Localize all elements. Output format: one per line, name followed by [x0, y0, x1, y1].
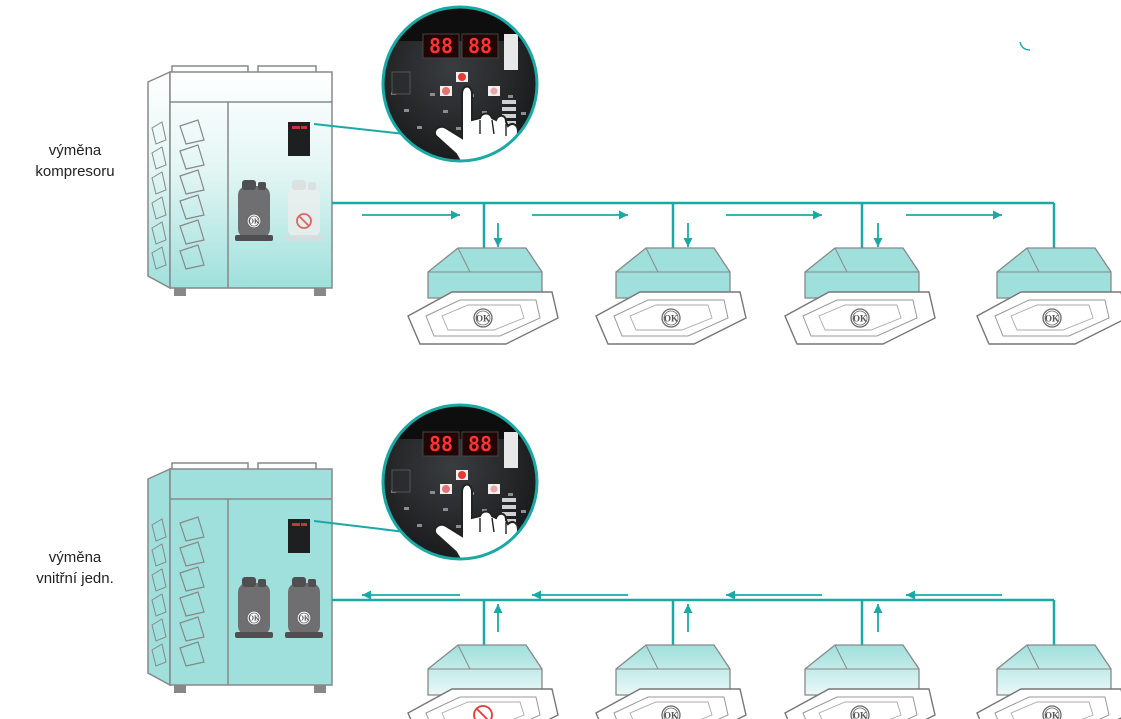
- display-digits-left: 88: [429, 432, 453, 456]
- cassette-housing: [997, 248, 1111, 298]
- arrow-icon: [494, 223, 503, 247]
- cassette-unit-icon: OK: [408, 248, 558, 344]
- arrow-icon: [362, 211, 460, 220]
- display-digits-right: 88: [468, 432, 492, 456]
- ok-badge-text: OK: [476, 313, 490, 323]
- display-digits-right: 88: [468, 34, 492, 58]
- ok-badge-icon: OK: [247, 214, 261, 228]
- arrow-icon: [362, 591, 460, 600]
- arrow-icon: [874, 604, 883, 632]
- arrow-icon: [684, 223, 693, 247]
- outdoor-side-panel: [148, 72, 170, 288]
- cassette-housing: [805, 248, 919, 298]
- compressor-icon: OK: [285, 577, 323, 638]
- display-digits-left: 88: [429, 34, 453, 58]
- board-button: [458, 471, 466, 479]
- ok-badge-icon: OK: [662, 706, 680, 719]
- ok-badge-text: OK: [853, 313, 867, 323]
- cassette-housing: [428, 645, 542, 695]
- ok-badge-text: OK: [664, 710, 678, 719]
- arrow-icon: [726, 211, 822, 220]
- arrow-icon: [532, 211, 628, 220]
- cassette-unit-icon: OK: [596, 645, 746, 719]
- board-button: [442, 485, 450, 493]
- arrow-icon: [684, 604, 693, 632]
- arrow-icon: [906, 211, 1002, 220]
- control-board-magnifier: 88 88: [314, 405, 537, 580]
- board-button: [491, 88, 498, 95]
- ok-badge-icon: OK: [1043, 706, 1061, 719]
- ok-badge-icon: OK: [474, 309, 492, 327]
- ok-badge-icon: OK: [851, 309, 869, 327]
- board-button: [458, 73, 466, 81]
- board-button: [442, 87, 450, 95]
- compressor-icon: [285, 180, 323, 241]
- ok-badge-text: OK: [1045, 710, 1059, 719]
- ok-badge-text: OK: [1045, 313, 1059, 323]
- ok-badge-icon: OK: [1043, 309, 1061, 327]
- cassette-housing: [616, 645, 730, 695]
- board-button: [491, 486, 498, 493]
- scenario-compressor: OK OK OK OK OK 88 88: [148, 7, 1121, 344]
- outdoor-unit: OK: [148, 66, 332, 296]
- cassette-housing: [428, 248, 542, 298]
- ok-badge-icon: OK: [662, 309, 680, 327]
- ok-badge-icon: OK: [851, 706, 869, 719]
- compressor-icon: OK: [235, 180, 273, 241]
- outdoor-unit: OK OK: [148, 463, 332, 693]
- ok-badge-text: OK: [249, 218, 260, 226]
- arrow-icon: [494, 604, 503, 632]
- ok-badge-text: OK: [299, 615, 310, 623]
- arrow-icon: [906, 591, 1002, 600]
- cassette-unit-icon: [408, 645, 558, 719]
- cassette-housing: [616, 248, 730, 298]
- ok-badge-icon: OK: [247, 611, 261, 625]
- refrigerant-pipe: [332, 203, 1054, 253]
- ok-badge-icon: OK: [297, 611, 311, 625]
- cassette-housing: [805, 645, 919, 695]
- ok-badge-text: OK: [853, 710, 867, 719]
- scenario-indoor-unit: OK OK OK OK OK 88 88: [148, 405, 1121, 719]
- cassette-unit-icon: OK: [785, 645, 935, 719]
- arrow-icon: [532, 591, 628, 600]
- compressor-icon: OK: [235, 577, 273, 638]
- decorative-arc-icon: [1020, 42, 1030, 50]
- control-board-magnifier: 88 88: [314, 7, 537, 182]
- arrow-icon: [874, 223, 883, 247]
- cassette-unit-icon: OK: [977, 248, 1121, 344]
- arrow-icon: [726, 591, 822, 600]
- ok-badge-text: OK: [664, 313, 678, 323]
- cassette-unit-icon: OK: [977, 645, 1121, 719]
- cassette-housing: [997, 645, 1111, 695]
- outdoor-side-panel: [148, 469, 170, 685]
- cassette-unit-icon: OK: [785, 248, 935, 344]
- cassette-unit-icon: OK: [596, 248, 746, 344]
- refrigerant-pipe: [332, 600, 1054, 650]
- ok-badge-text: OK: [249, 615, 260, 623]
